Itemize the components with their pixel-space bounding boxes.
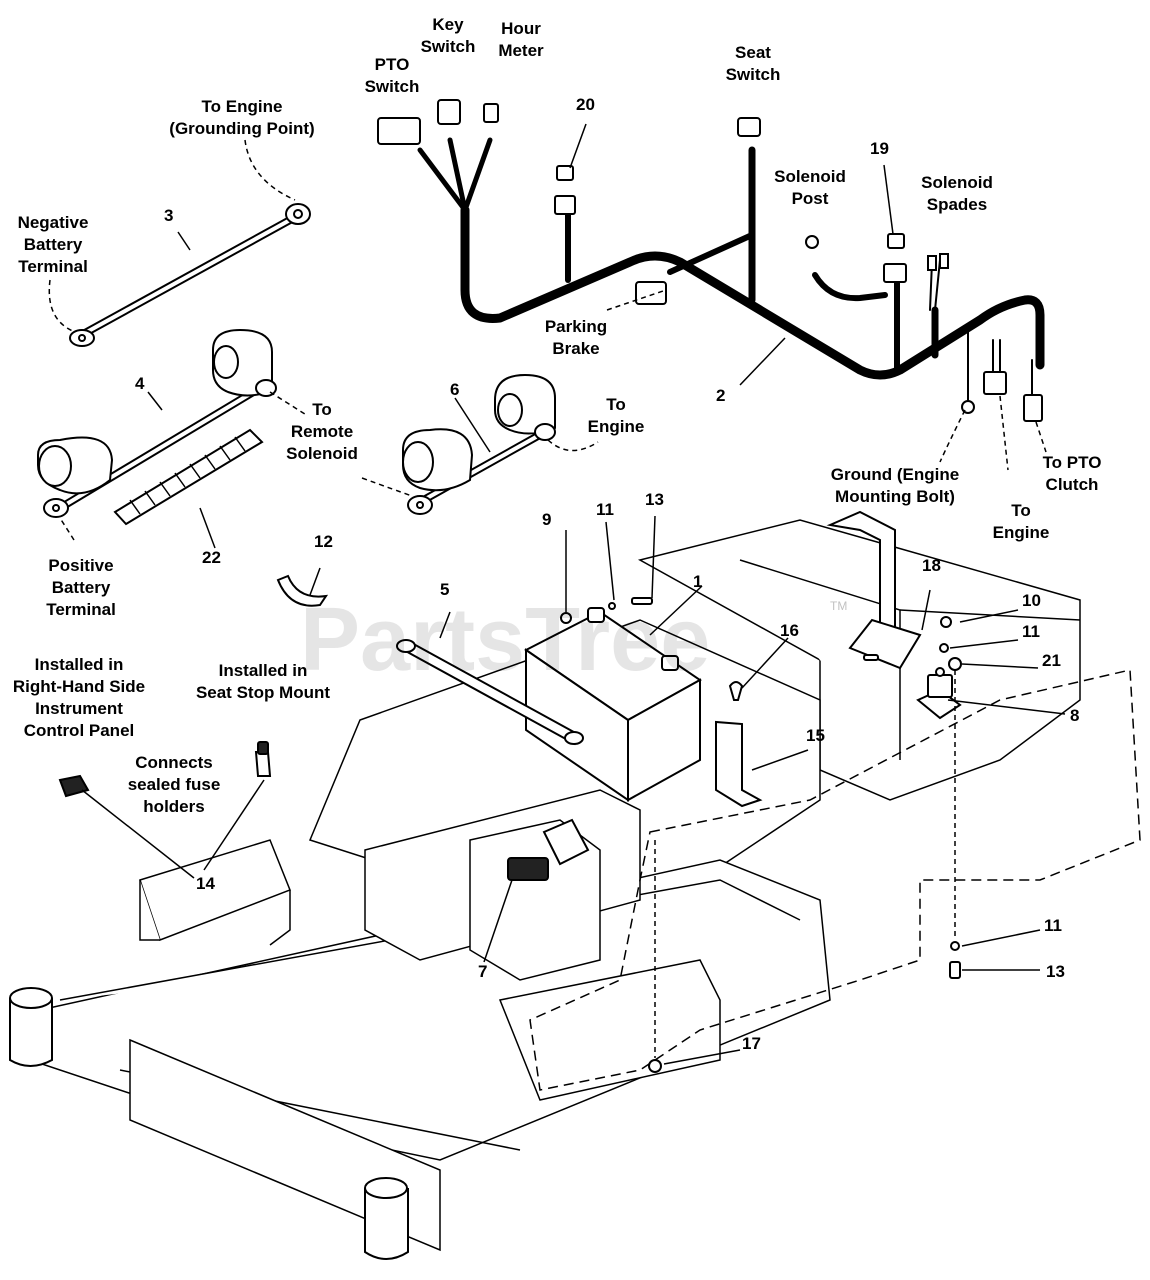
callout-3: 3	[164, 206, 174, 225]
callout-10: 10	[1022, 591, 1041, 610]
battery	[524, 607, 702, 802]
label-to-pto-clutch: To PTO Clutch	[1042, 453, 1102, 494]
callout-9: 9	[542, 510, 552, 529]
remote-solenoid-cable	[402, 373, 556, 515]
battery-post-pos	[661, 655, 679, 671]
callout-19: 19	[870, 139, 889, 158]
caster-tubes	[9, 987, 409, 1260]
solenoid-spade-a	[927, 255, 937, 271]
negative-battery-cable	[69, 203, 311, 347]
label-key-switch: Key Switch	[420, 15, 476, 56]
callout-16: 16	[780, 621, 799, 640]
label-to-engine-harness: To Engine	[992, 501, 1050, 542]
label-to-engine-6: To Engine	[587, 395, 645, 436]
callout-7: 7	[478, 962, 488, 981]
washer-11	[608, 602, 616, 610]
push-rivets	[58, 741, 272, 798]
fuse-connector-19	[883, 263, 907, 283]
dashed-leaders	[48, 139, 1047, 1058]
solenoid-mount-plate	[826, 510, 922, 670]
callout-11-bottom: 11	[1044, 916, 1062, 935]
callout-21: 21	[1042, 651, 1061, 670]
label-connects-fuse: Connects sealed fuse holders	[127, 753, 221, 816]
solenoid-spade-b	[939, 253, 949, 269]
pto-switch-connector	[377, 117, 421, 145]
bolt-13b	[949, 961, 961, 979]
callout-15: 15	[806, 726, 825, 745]
nut-10	[940, 616, 952, 628]
label-negative-battery: Negative Battery Terminal	[17, 213, 89, 276]
mower-frame	[29, 519, 1081, 1252]
fuse-connector-20	[554, 195, 576, 215]
callout-4: 4	[135, 374, 145, 393]
label-hour-meter: Hour Meter	[498, 19, 544, 60]
nut-9	[560, 612, 572, 624]
callout-1: 1	[693, 572, 703, 591]
callout-6: 6	[450, 380, 460, 399]
callout-5: 5	[440, 580, 450, 599]
callout-11-top: 11	[596, 500, 614, 519]
watermark: PartsTree	[300, 590, 710, 690]
nut-21	[948, 657, 962, 671]
callout-20: 20	[576, 95, 595, 114]
hold-down-bar	[396, 639, 584, 746]
parking-brake-connector	[635, 281, 667, 305]
label-parking-brake: Parking Brake	[544, 317, 608, 358]
fuse-holder-19	[887, 233, 905, 249]
label-solenoid-post: Solenoid Post	[774, 167, 846, 208]
callout-8: 8	[1070, 706, 1080, 725]
battery-strap-clip	[276, 574, 329, 607]
watermark-tm: TM	[830, 599, 847, 613]
label-pto-switch: PTO Switch	[364, 55, 420, 96]
callout-12: 12	[314, 532, 333, 551]
positive-battery-cable	[37, 328, 277, 518]
solenoid-post-ring	[805, 235, 819, 249]
callout-18: 18	[922, 556, 941, 575]
pto-clutch-connector	[1023, 394, 1043, 422]
pin-16	[728, 681, 744, 701]
label-to-remote-solenoid: To Remote Solenoid	[286, 400, 358, 463]
label-ground-engine: Ground (Engine Mounting Bolt)	[830, 465, 960, 506]
callout-13-bottom: 13	[1046, 962, 1065, 981]
battery-bracket	[715, 720, 763, 808]
callout-17: 17	[742, 1034, 761, 1053]
label-solenoid-spades: Solenoid Spades	[921, 173, 993, 214]
callout-2: 2	[716, 386, 726, 405]
seat-switch-connector	[737, 117, 761, 137]
fuse-holder-20	[556, 165, 574, 181]
label-installed-rh: Installed in Right-Hand Side Instrument …	[12, 655, 146, 740]
nut-17	[648, 1059, 662, 1073]
harness-connectors	[377, 99, 1043, 422]
battery-post-neg	[587, 607, 605, 623]
leader-lines	[81, 123, 1066, 1065]
callout-11-right: 11	[1022, 622, 1040, 641]
washer-11b	[939, 643, 949, 653]
solenoid	[916, 667, 962, 720]
seat-switch-7	[507, 818, 590, 881]
engine-connector	[983, 371, 1007, 395]
label-positive-battery: Positive Battery Terminal	[46, 556, 116, 619]
label-seat-switch: Seat Switch	[725, 43, 781, 84]
hardware	[560, 597, 962, 1073]
key-switch-connector	[437, 99, 461, 125]
bolt-13	[631, 597, 653, 605]
callout-22: 22	[202, 548, 221, 567]
label-to-engine-grounding: To Engine (Grounding Point)	[169, 97, 315, 138]
label-installed-seat: Installed in Seat Stop Mount	[195, 661, 331, 702]
washer-11c	[950, 941, 960, 951]
wire-harness	[417, 137, 1045, 401]
hour-meter-connector	[483, 103, 499, 123]
callout-13-top: 13	[645, 490, 664, 509]
callout-14: 14	[196, 874, 215, 893]
conduit-sleeve	[113, 428, 264, 526]
